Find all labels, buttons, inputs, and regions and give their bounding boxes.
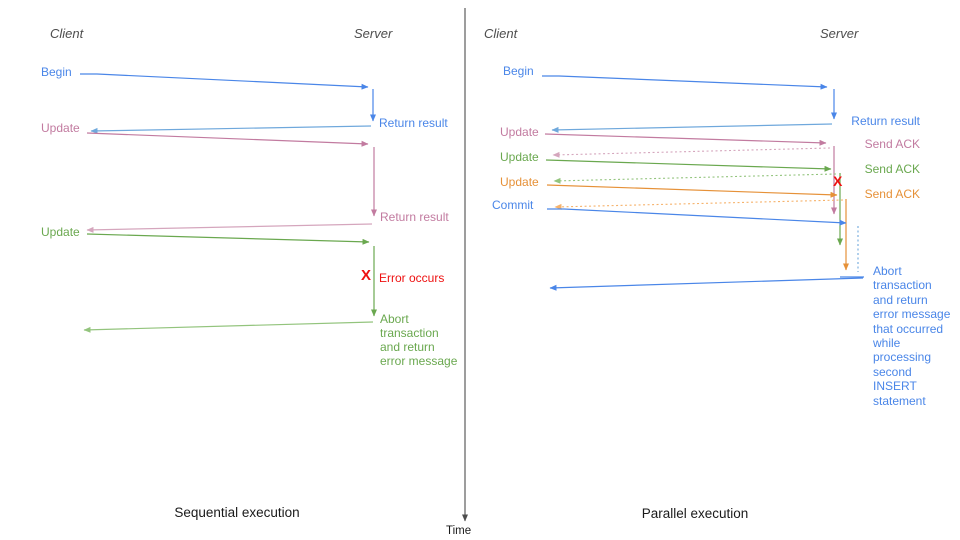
- time-axis-label: Time: [446, 525, 472, 537]
- par-send-ack-2-label: Send ACK: [864, 162, 920, 176]
- par-send-ack-1-arrow: [552, 147, 831, 158]
- par-return-result-arrow: [551, 123, 833, 133]
- par-send-ack-3-label: Send ACK: [864, 187, 920, 201]
- par-update-1-label: Update: [500, 125, 539, 139]
- seq-server-header: Server: [354, 26, 393, 41]
- par-send-ack-3-arrow: [554, 199, 844, 210]
- par-begin-request-arrow: [542, 75, 828, 90]
- seq-abort-message: Abort transaction and return error messa…: [380, 312, 458, 368]
- par-title: Parallel execution: [641, 506, 749, 521]
- seq-error-occurs-label: Error occurs: [379, 271, 445, 285]
- par-commit-label: Commit: [492, 198, 534, 212]
- seq-client-header: Client: [50, 26, 84, 41]
- par-update-3-label: Update: [500, 175, 539, 189]
- par-update-1-request-arrow: [544, 133, 827, 146]
- par-commit-request-arrow: [547, 208, 847, 226]
- par-return-result-label: Return result: [851, 114, 920, 128]
- seq-update-2-label: Update: [41, 225, 80, 239]
- seq-title: Sequential execution: [174, 505, 300, 520]
- seq-update-1-label: Update: [41, 121, 80, 135]
- par-abort-message: Abort transaction and return error messa…: [873, 264, 951, 408]
- par-server-header: Server: [820, 26, 859, 41]
- par-update-2-request-arrow: [545, 159, 832, 172]
- seq-return-result-2-label: Return result: [380, 210, 449, 224]
- seq-begin-label: Begin: [41, 65, 72, 79]
- seq-abort-return-arrow: [83, 321, 374, 333]
- seq-update-2-request-arrow: [86, 233, 370, 245]
- seq-begin-request-arrow: [80, 73, 369, 90]
- seq-return-result-1-label: Return result: [379, 116, 448, 130]
- par-send-ack-1-label: Send ACK: [864, 137, 920, 151]
- par-abort-return-arrow: [549, 277, 864, 291]
- seq-return-result-2-arrow: [86, 223, 373, 233]
- par-send-ack-2-arrow: [553, 173, 837, 184]
- par-update-2-label: Update: [500, 150, 539, 164]
- par-client-header: Client: [484, 26, 518, 41]
- seq-error-x-icon: X: [361, 267, 372, 284]
- seq-return-result-1-arrow: [90, 125, 372, 134]
- par-begin-label: Begin: [503, 64, 534, 78]
- seq-update-1-request-arrow: [86, 132, 369, 147]
- par-update-3-request-arrow: [546, 184, 838, 198]
- par-error-x-icon: X: [833, 173, 843, 189]
